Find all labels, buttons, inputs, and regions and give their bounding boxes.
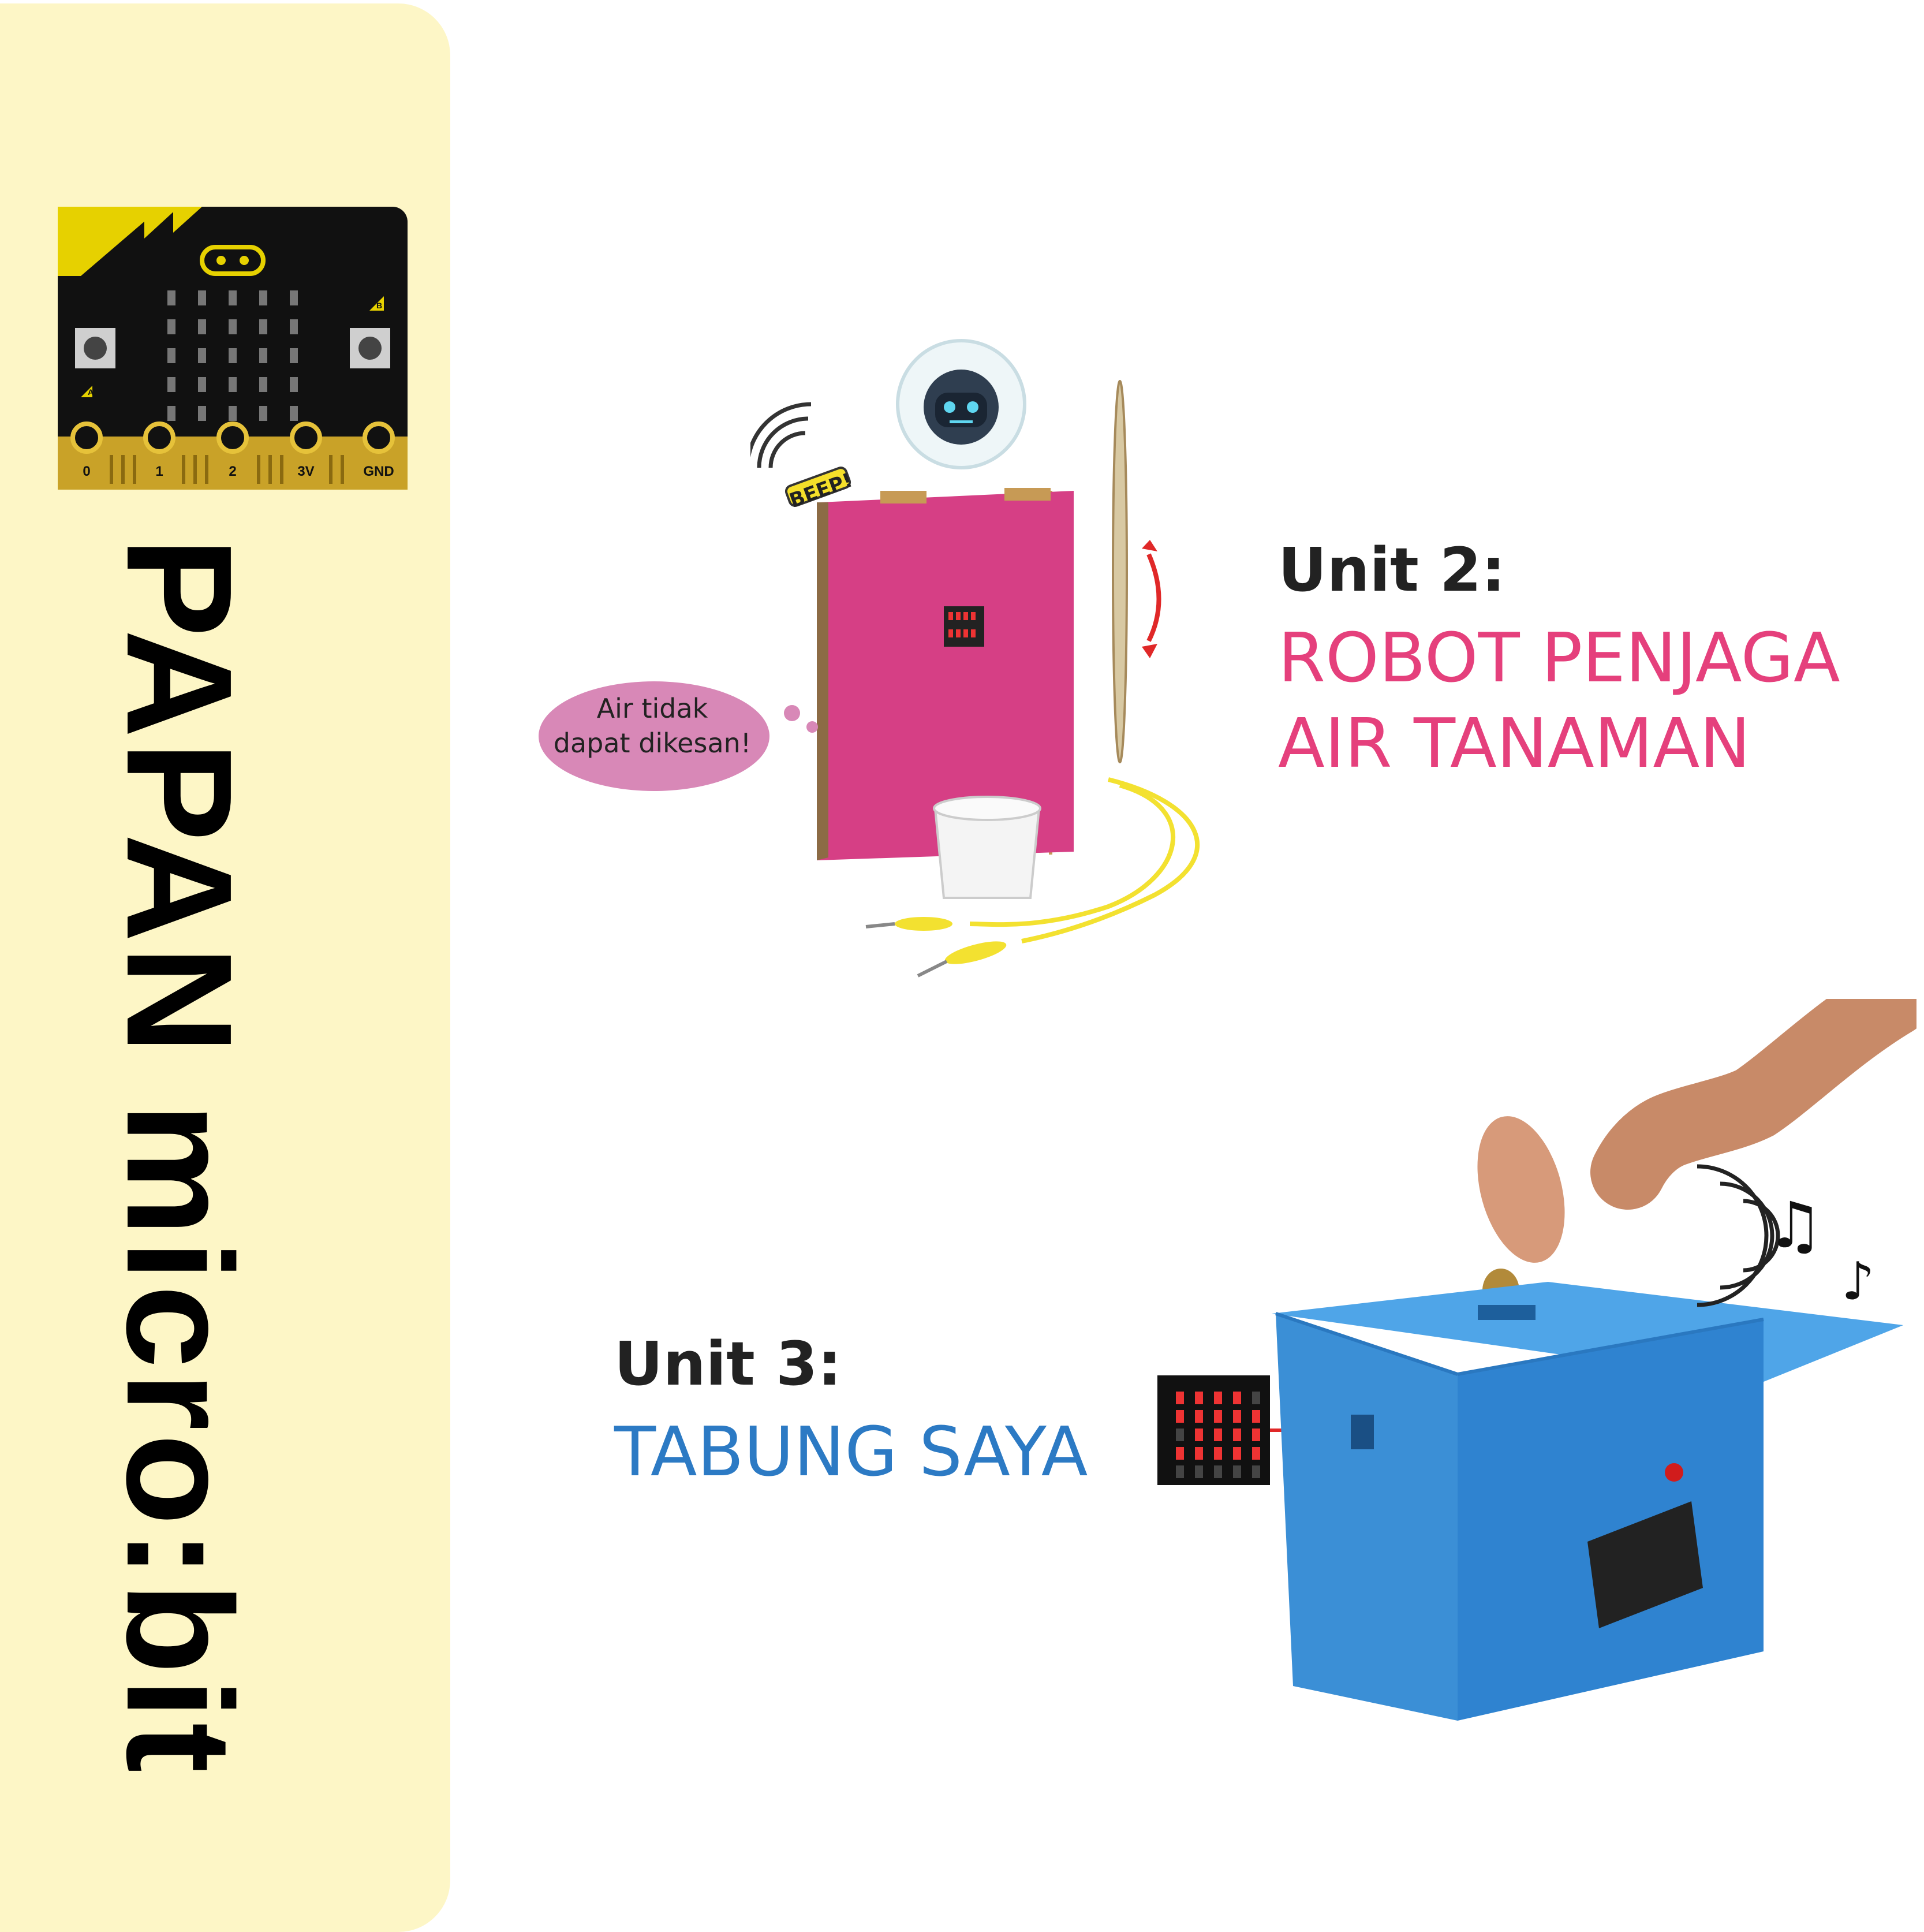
unit2-title-line2: AIR TANAMAN: [1278, 703, 1751, 783]
pin-2-label: 2: [229, 464, 236, 479]
unit3-title: TABUNG SAYA: [614, 1412, 1088, 1491]
pin-1-label: 1: [155, 464, 163, 479]
pin-3v-label: 3V: [297, 464, 314, 479]
pin-gnd-label: GND: [363, 464, 394, 479]
bubble-line-2: dapat dikesan!: [553, 727, 752, 759]
bubble-line-1: Air tidak: [596, 693, 708, 724]
svg-text:♫: ♫: [1766, 1188, 1824, 1262]
button-a-label: A: [88, 387, 94, 397]
svg-text:♪: ♪: [1841, 1251, 1874, 1312]
microbit-board-icon: 0 1 2 3V GND A B: [58, 207, 408, 490]
unit3-label: Unit 3:: [614, 1329, 842, 1399]
pin-0-label: 0: [83, 464, 90, 479]
speech-bubble: [539, 681, 818, 791]
unit2-label: Unit 2:: [1278, 535, 1506, 605]
speech-bubble-text: Air tidak dapat dikesan!: [537, 692, 768, 761]
robot-illustration: [750, 339, 1200, 978]
led-matrix-icon: [1157, 1375, 1345, 1485]
sidebar-title: PAPAN micro:bit: [95, 537, 263, 1777]
coin-box-illustration: ♫ ♪: [1271, 999, 1916, 1721]
beep-label: BEEP!: [786, 469, 855, 513]
button-b-label: B: [376, 301, 382, 310]
unit2-title-line1: ROBOT PENJAGA: [1278, 618, 1840, 698]
beep-label-svg: BEEP!: [786, 469, 855, 513]
